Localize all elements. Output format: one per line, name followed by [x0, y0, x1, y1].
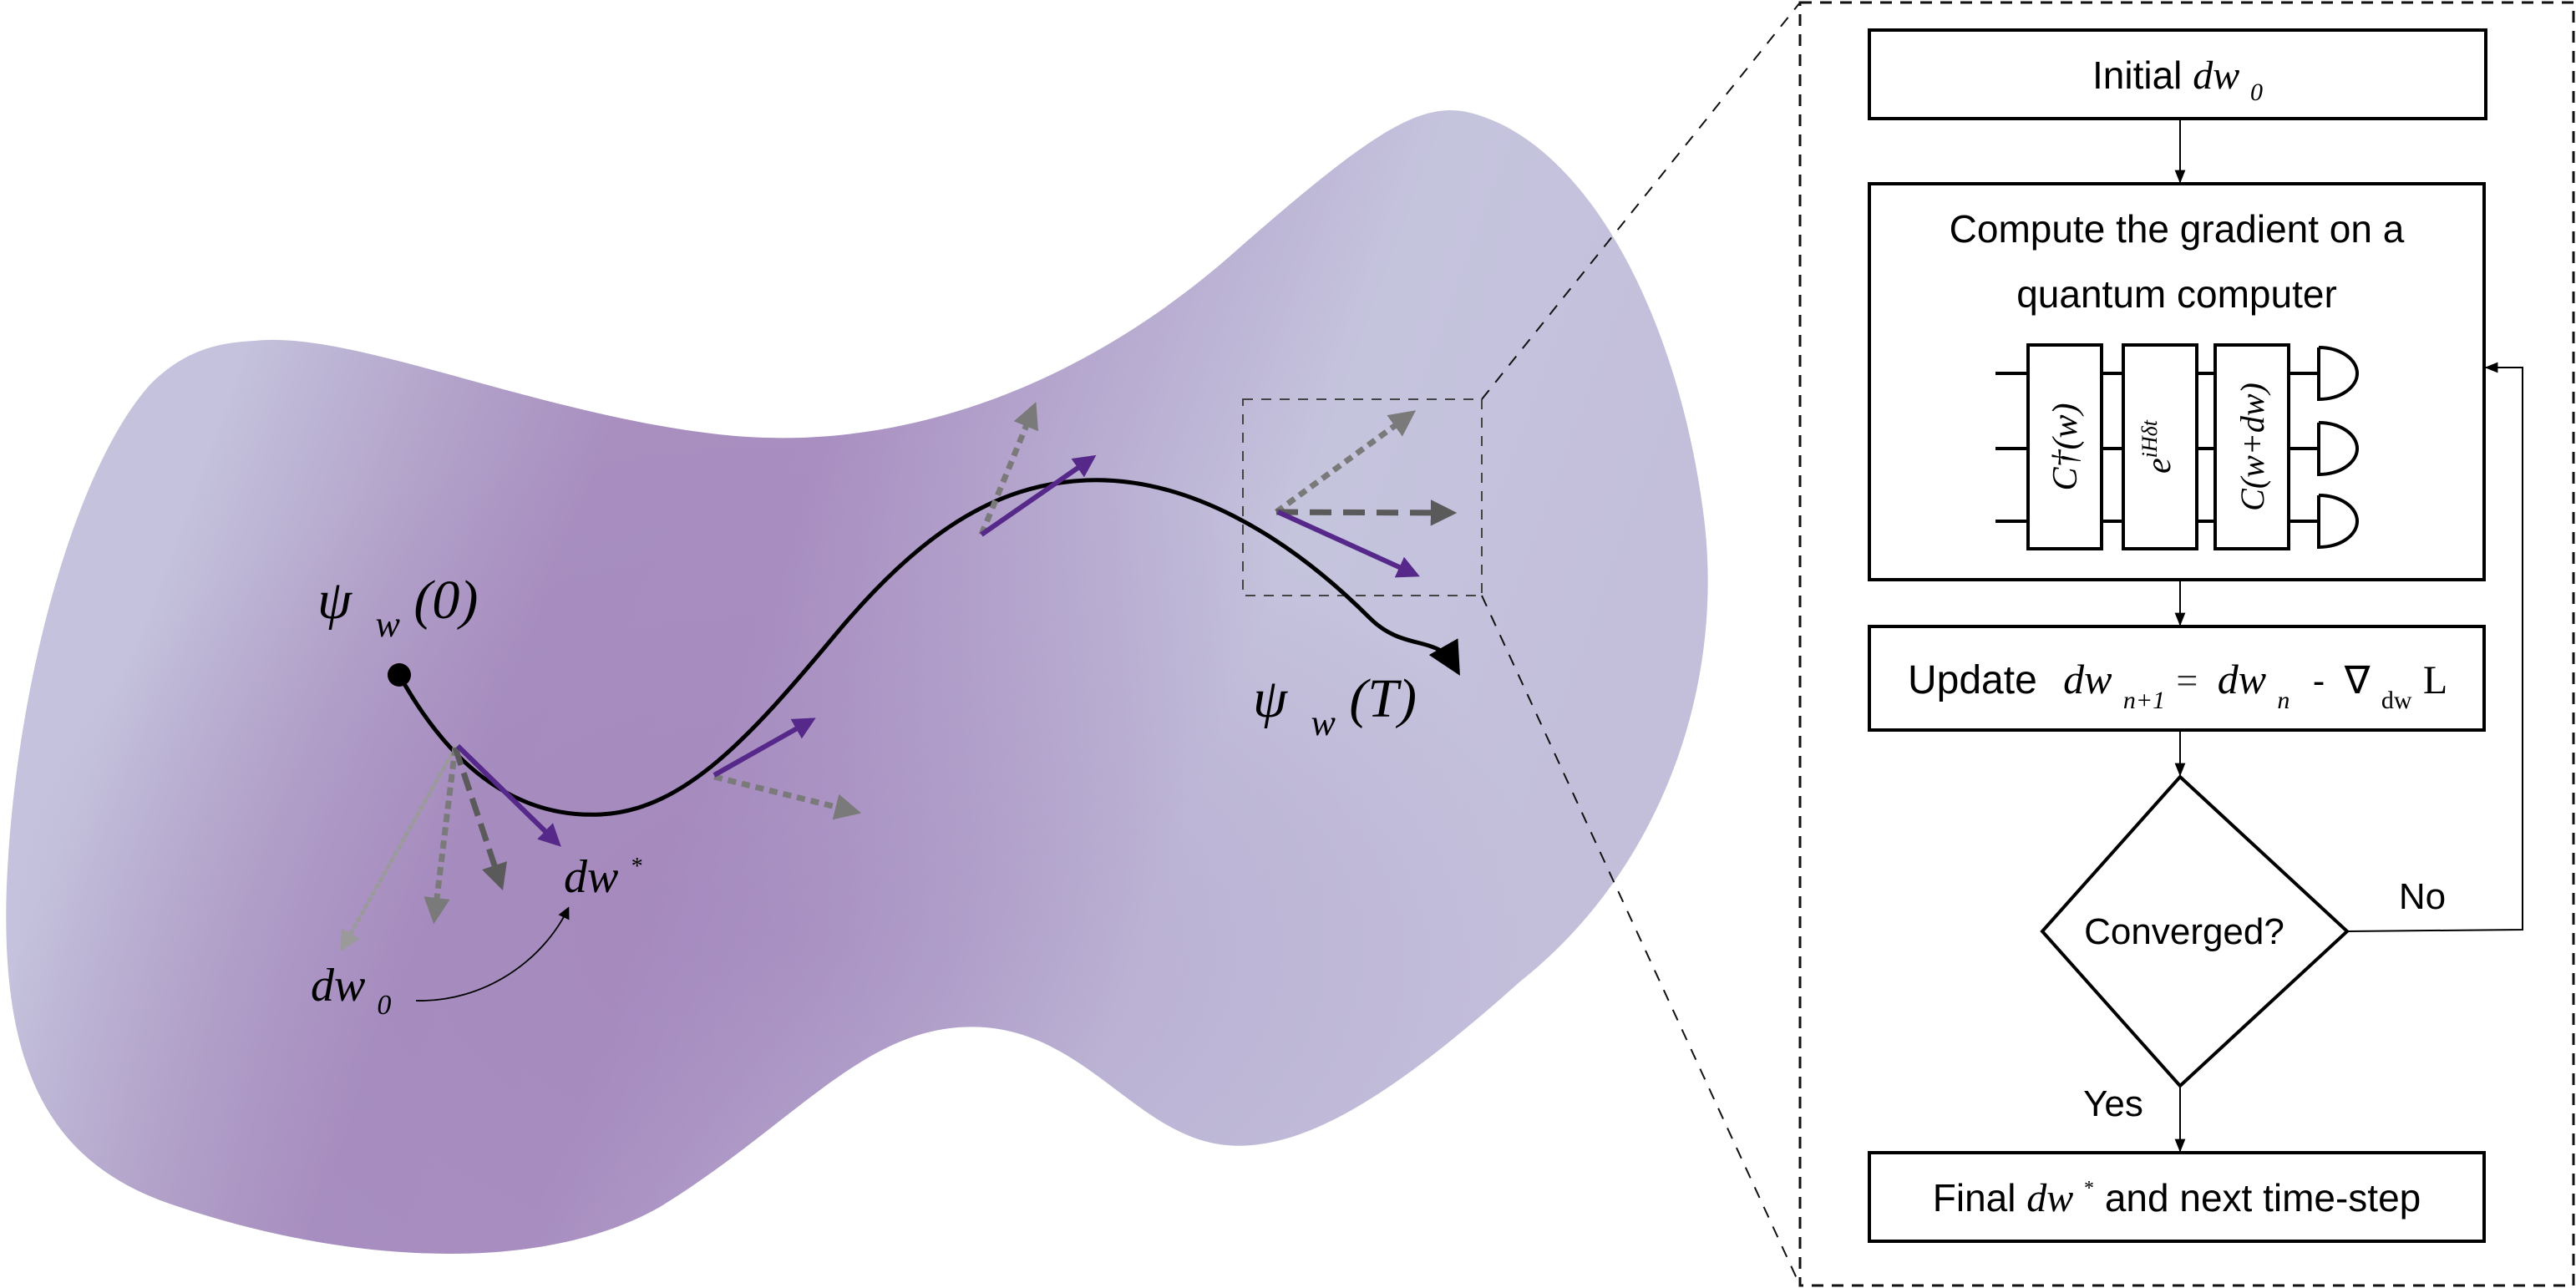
- tangent-arrows-zoomed: [1274, 410, 1458, 578]
- loop-back-arrow: [2346, 362, 2523, 932]
- manifold-surface: [6, 110, 1708, 1254]
- svg-text:Final dw * a: Final dw * and next time-step: [1933, 1159, 2421, 1220]
- svg-text:Compute the gradient on a: Compute the gradient on a: [1950, 207, 2405, 251]
- refinement-curve-arrow: [415, 906, 570, 1001]
- projection-lines: [1481, 2, 1801, 1286]
- svg-text:quantum computer: quantum computer: [2016, 272, 2337, 316]
- no-label: No: [2399, 876, 2446, 917]
- gate-c-dagger: [2026, 343, 2103, 550]
- flowchart-panel: [1798, 1, 2575, 1287]
- flow-update-box: Update dw n+1 = dw n - ∇ dw L: [1868, 625, 2486, 732]
- flow-initial-box: Initial dw 0: [1868, 28, 2487, 120]
- quantum-circuit: [1995, 343, 2359, 550]
- gate-c-shifted: [2213, 343, 2290, 550]
- tangent-arrows-mid2: [978, 402, 1097, 537]
- svg-text:C(w+dw): C(w+dw): [2234, 383, 2271, 511]
- gate-time-evolution: [2122, 343, 2198, 550]
- tangent-arrows-mid1: [712, 718, 862, 820]
- flow-final-box: Final dw * and next time-step: [1868, 1151, 2486, 1243]
- flow-decision: Converged? No Yes: [2040, 774, 2446, 1124]
- end-state-label: ψ w (T): [1253, 668, 1417, 748]
- svg-text:Converged?: Converged?: [2084, 911, 2284, 952]
- measurement-icon: [2317, 494, 2359, 550]
- zoom-region-box: [1242, 398, 1483, 596]
- svg-text:C†(w): C†(w): [2046, 403, 2085, 491]
- start-point: [388, 663, 411, 687]
- measurement-icon: [2317, 346, 2359, 402]
- dw-star-label: dw *: [564, 851, 641, 903]
- flow-compute-box: Compute the gradient on a quantum comput…: [1868, 182, 2486, 581]
- svg-text:Initial dw 0: Initial dw 0: [2092, 53, 2263, 106]
- optimal-arrow-dw-star: [455, 743, 561, 847]
- svg-text:Update dw n+1: Update dw n+1 = dw n - ∇ dw L: [1908, 656, 2447, 718]
- measurement-icon: [2317, 421, 2359, 477]
- trajectory: [388, 478, 1460, 817]
- candidate-arrows-start: [340, 743, 561, 952]
- yes-label: Yes: [2083, 1083, 2143, 1124]
- start-state-label: ψ w (0): [317, 570, 478, 649]
- svg-text:eiHδt: eiHδt: [2137, 419, 2178, 474]
- dw0-label: dw 0: [311, 960, 391, 1021]
